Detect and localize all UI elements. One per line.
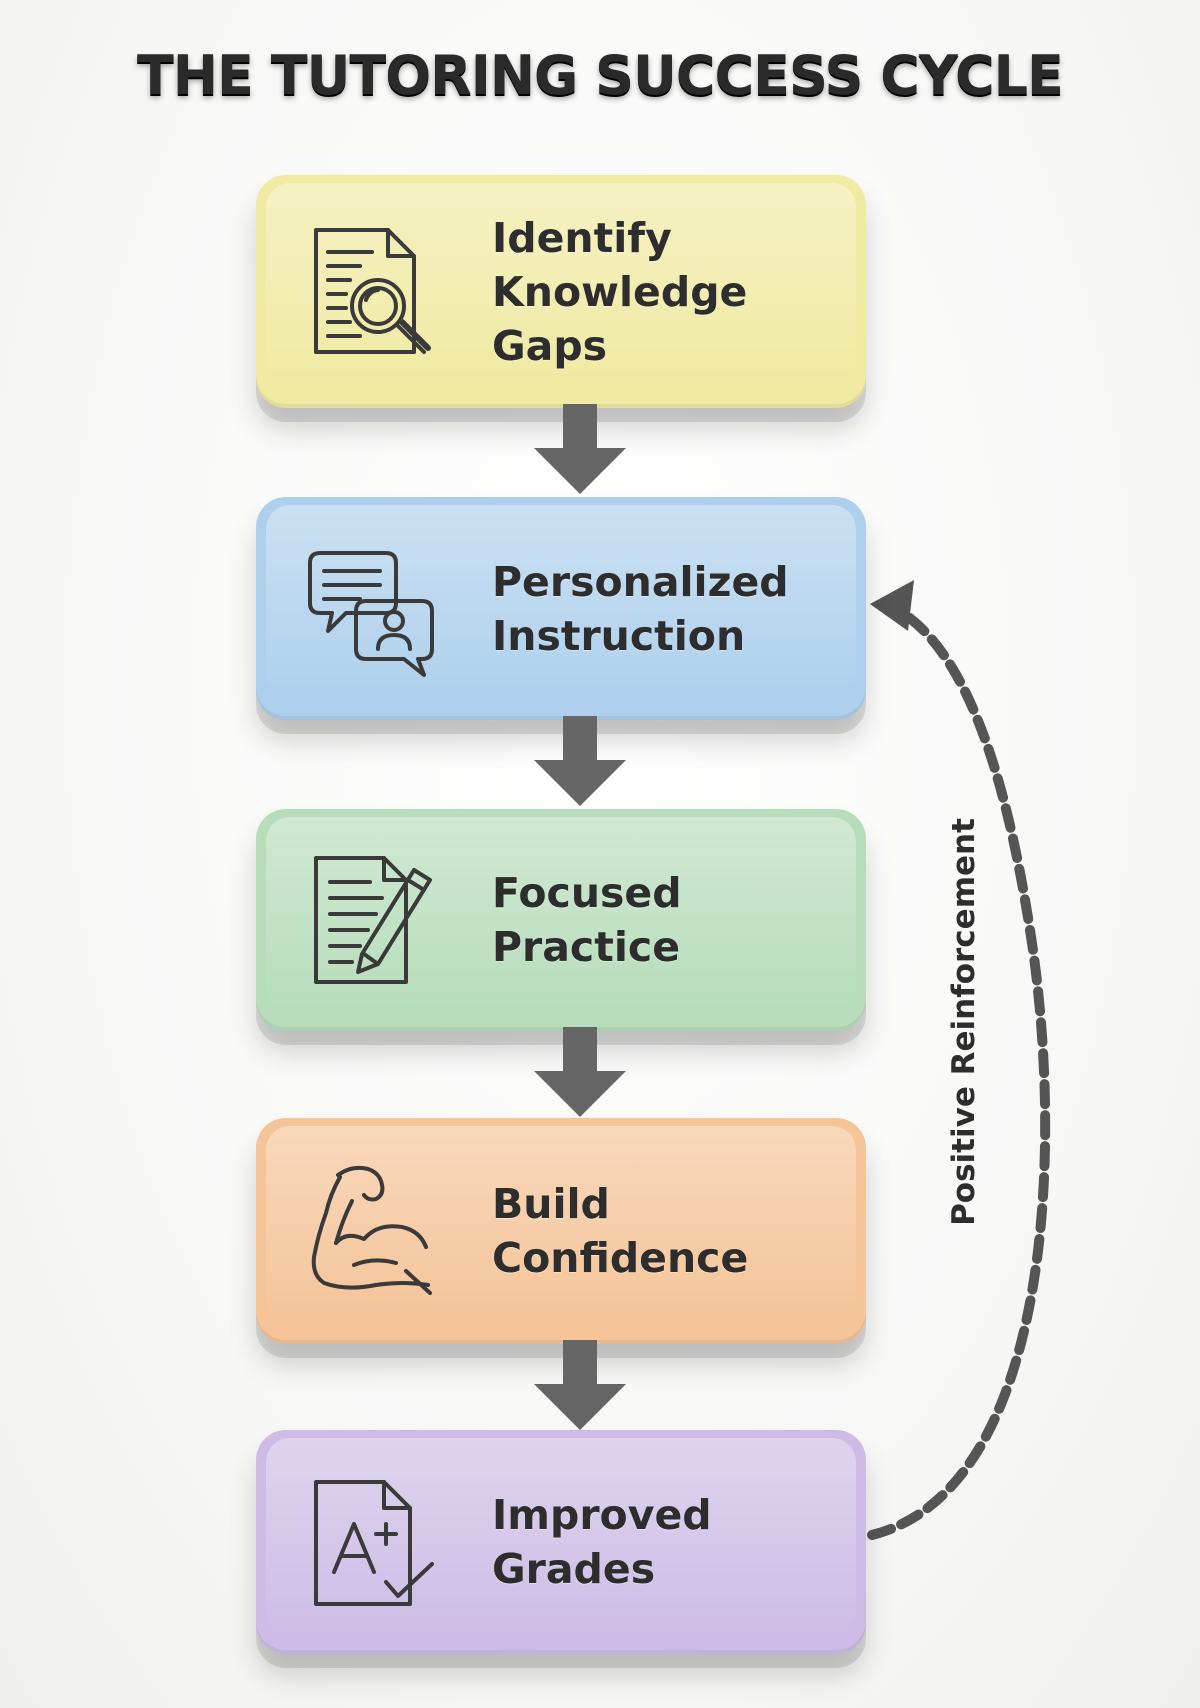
graded-paper-icon — [306, 1472, 436, 1612]
step-label-line: Confidence — [492, 1234, 749, 1282]
step-focused-practice: Focused Practice — [256, 809, 866, 1031]
step-build-confidence: Build Confidence — [256, 1118, 866, 1344]
step-personalized-instruction: Personalized Instruction — [256, 497, 866, 720]
down-arrow-icon — [534, 1340, 626, 1430]
step-label-line: Instruction — [492, 611, 746, 660]
loop-label: Positive Reinforcement — [946, 818, 982, 1226]
document-pencil-icon — [306, 850, 436, 990]
step-label: Personalized Instruction — [492, 555, 846, 663]
step-label-line: Improved — [492, 1491, 712, 1539]
down-arrow-icon — [534, 404, 626, 494]
step-label-line: Knowledge — [492, 267, 748, 316]
step-label: Build Confidence — [492, 1177, 846, 1285]
chat-bubbles-icon — [306, 539, 436, 679]
down-arrow-icon — [534, 716, 626, 806]
step-label: Improved Grades — [492, 1488, 846, 1596]
loop-arrowhead — [870, 580, 914, 631]
document-magnifier-icon — [306, 222, 436, 362]
step-label-line: Personalized — [492, 557, 789, 606]
flexed-arm-icon — [306, 1161, 436, 1301]
step-label-line: Identify — [492, 213, 672, 262]
step-label-line: Build — [492, 1180, 610, 1228]
step-label-line: Gaps — [492, 321, 608, 370]
step-label: Focused Practice — [492, 866, 846, 974]
step-label-line: Focused — [492, 869, 682, 917]
step-label-line: Practice — [492, 923, 681, 971]
step-label-line: Grades — [492, 1545, 656, 1593]
step-identify-knowledge-gaps: Identify Knowledge Gaps — [256, 175, 866, 408]
page-title: THE TUTORING SUCCESS CYCLE — [137, 44, 1064, 107]
down-arrow-icon — [534, 1027, 626, 1117]
step-label: Identify Knowledge Gaps — [492, 211, 846, 373]
step-improved-grades: Improved Grades — [256, 1430, 866, 1654]
